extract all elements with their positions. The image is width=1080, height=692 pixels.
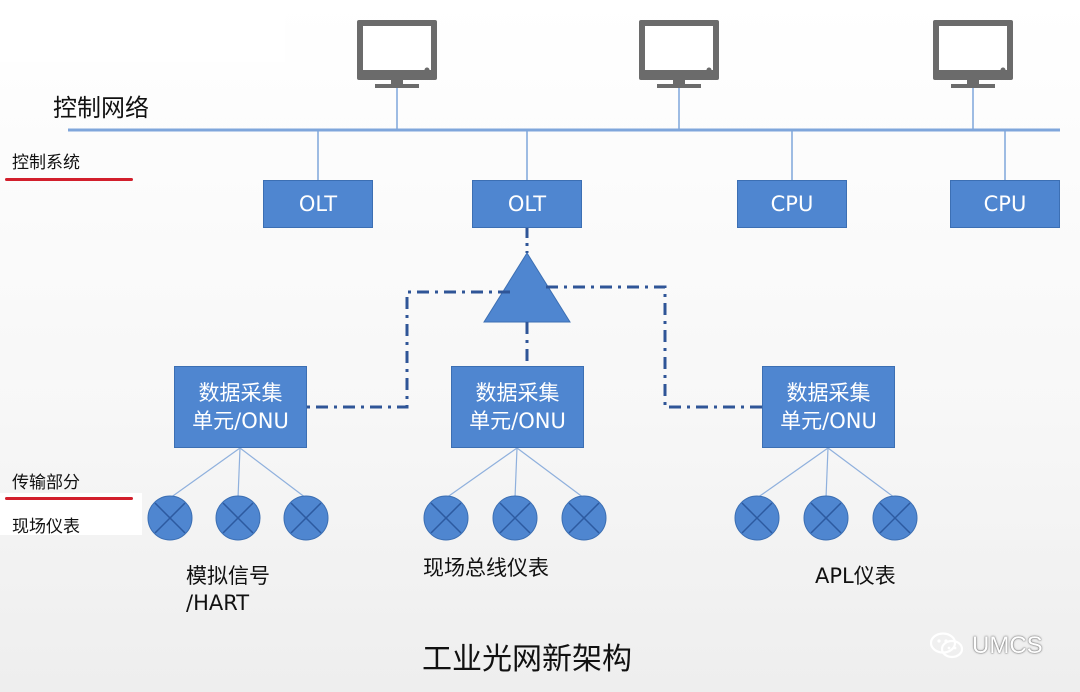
field-instrument-icon <box>492 495 538 541</box>
control-node-olt: OLT <box>472 180 582 228</box>
onu-label-line1: 数据采集 <box>786 381 871 405</box>
instrument-group-label-apl: APL仪表 <box>815 563 896 590</box>
layer-label-field-instruments: 现场仪表 <box>12 517 80 537</box>
instrument-group-label-line1: 现场总线仪表 <box>423 556 549 580</box>
fanout-line <box>445 447 518 499</box>
diagram-title: 工业光网新架构 <box>422 642 632 677</box>
left-band-bottom <box>0 493 142 535</box>
field-instrument-icon <box>561 495 607 541</box>
control-node-cpu: CPU <box>737 180 847 228</box>
control-node-olt: OLT <box>263 180 373 228</box>
wechat-icon <box>930 632 964 659</box>
monitor-icon <box>357 20 437 88</box>
fanout-line <box>514 447 518 499</box>
splitter-onu-link-right <box>546 285 762 409</box>
onu-label-line1: 数据采集 <box>198 381 283 405</box>
fanout-line <box>237 447 241 499</box>
field-instrument-icon <box>215 495 261 541</box>
instrument-group-label-line2: /HART <box>186 591 250 615</box>
onu-unit: 数据采集 单元/ONU <box>762 366 895 448</box>
field-instrument-icon <box>803 495 849 541</box>
instrument-group-label-line1: APL仪表 <box>815 564 896 588</box>
layer-underline <box>5 497 133 500</box>
onu-label-line2: 单元/ONU <box>469 409 566 433</box>
monitor-icon <box>933 20 1013 88</box>
left-band-top <box>0 0 285 62</box>
control-network-label: 控制网络 <box>53 94 149 122</box>
instrument-group-label-analog: 模拟信号 /HART <box>186 563 270 617</box>
field-instrument-icon <box>283 495 329 541</box>
field-instrument-icon <box>147 495 193 541</box>
fanout-line <box>825 447 829 499</box>
onu-label-line1: 数据采集 <box>475 381 560 405</box>
watermark-brand: UMCS <box>972 632 1043 659</box>
control-node-cpu: CPU <box>950 180 1060 228</box>
onu-label-line2: 单元/ONU <box>192 409 289 433</box>
watermark: UMCS <box>930 632 1043 660</box>
field-instrument-icon <box>734 495 780 541</box>
layer-underline <box>5 178 133 181</box>
fanout-line <box>516 447 585 499</box>
fanout-line <box>756 447 829 499</box>
instrument-group-label-line1: 模拟信号 <box>186 564 270 588</box>
onu-unit: 数据采集 单元/ONU <box>174 366 307 448</box>
monitor-icon <box>639 20 719 88</box>
fanout-line <box>169 447 241 499</box>
layer-label-control-system: 控制系统 <box>12 153 80 173</box>
onu-unit: 数据采集 单元/ONU <box>451 366 584 448</box>
fanout-line <box>827 447 896 499</box>
field-instrument-icon <box>872 495 918 541</box>
fanout-line <box>239 447 307 499</box>
layer-label-transmission: 传输部分 <box>12 473 80 493</box>
instrument-group-label-fieldbus: 现场总线仪表 <box>423 555 549 582</box>
onu-label-line2: 单元/ONU <box>780 409 877 433</box>
field-instrument-icon <box>423 495 469 541</box>
